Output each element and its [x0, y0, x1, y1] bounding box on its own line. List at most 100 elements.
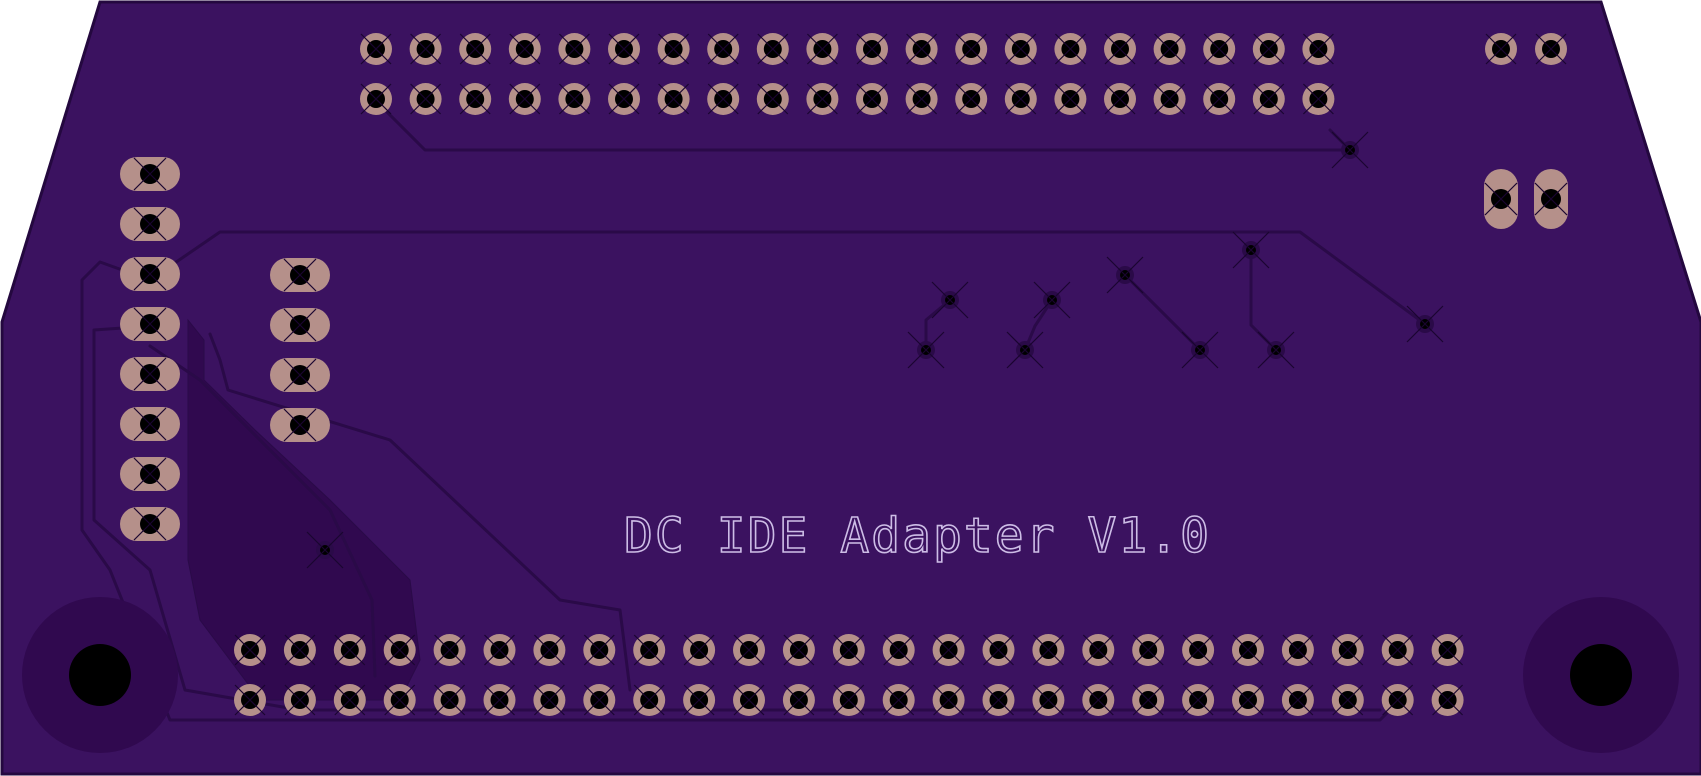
pad-cross [1253, 83, 1285, 115]
pad-cross [931, 281, 969, 319]
pad-cross [1257, 331, 1295, 369]
pad-cross [1132, 684, 1164, 716]
pad-cross [683, 684, 715, 716]
top-header-pin [806, 33, 839, 65]
pad-cross [733, 634, 765, 666]
top-header-pin [1104, 33, 1136, 65]
pad-cross [856, 83, 888, 115]
pad-cross [955, 33, 987, 65]
pad-cross [1082, 684, 1114, 716]
pad-cross [1282, 684, 1314, 716]
top-header-pin [558, 33, 591, 65]
bottom-header-pin [1331, 634, 1364, 666]
bottom-header-pin [882, 634, 915, 666]
pad-cross [906, 33, 938, 65]
bottom-header-pin [383, 634, 416, 666]
top-header-pin [1054, 33, 1087, 65]
pad-cross [1432, 634, 1464, 666]
pad-cross [1282, 634, 1314, 666]
pad-cross [1054, 33, 1086, 65]
small-header-pin [270, 308, 330, 342]
top-header-pin [1004, 83, 1037, 115]
pad-cross [459, 83, 491, 115]
via-layer [306, 131, 1444, 569]
pad-cross [459, 33, 491, 65]
bottom-header-pin [1281, 634, 1314, 666]
pad-cross [806, 83, 838, 115]
top-header-pin [707, 83, 740, 115]
bottom-header-pin [733, 634, 765, 666]
trace [148, 230, 1427, 326]
bottom-header-pin [882, 684, 915, 716]
pad-cross [1203, 33, 1235, 65]
bottom-header-pin [583, 684, 616, 716]
top-header-pin [1153, 83, 1186, 115]
pad-cross [1104, 33, 1136, 65]
bottom-header-pin [1232, 634, 1264, 666]
mounting-holes [22, 597, 1679, 753]
pad-cross [833, 684, 865, 716]
bottom-header-pin [1082, 684, 1115, 716]
pad-layer [120, 33, 1568, 716]
pad-cross [806, 33, 838, 65]
bottom-header-pin [1381, 634, 1414, 666]
pad-cross [608, 33, 640, 65]
top-right-pad [1485, 33, 1517, 65]
top-header-pin [1153, 33, 1186, 65]
via [1106, 256, 1144, 294]
jumper-pad [1484, 169, 1518, 229]
top-header-pin [459, 33, 492, 65]
pad-cross [983, 634, 1014, 666]
pad-cross [707, 33, 739, 65]
bottom-header-pin [1132, 684, 1165, 716]
via [1006, 331, 1044, 369]
pad-cross [334, 634, 366, 666]
top-header-pin [1203, 83, 1236, 115]
pad-cross [1182, 684, 1214, 716]
pad-cross [384, 634, 416, 666]
pad-cross [133, 357, 167, 391]
top-header-pin [360, 83, 392, 115]
top-header-pin [1302, 33, 1335, 65]
pad-cross [1302, 33, 1334, 65]
mounting-hole [1523, 597, 1679, 753]
trace [373, 98, 1352, 152]
bottom-header-pin [832, 684, 865, 716]
pad-cross [1132, 634, 1164, 666]
pad-cross [533, 684, 565, 716]
bottom-header-pin [533, 634, 566, 666]
pad-cross [707, 83, 739, 115]
via [907, 331, 945, 369]
top-header-pin [1252, 83, 1285, 115]
bottom-header-pin [683, 684, 716, 716]
bottom-header-pin [982, 684, 1015, 716]
small-header-pin [270, 408, 330, 442]
left-header-pin [120, 507, 180, 541]
bottom-header-pin [583, 634, 616, 666]
bottom-header-pin [1381, 684, 1414, 716]
pad-cross [133, 407, 167, 441]
pad-cross [558, 33, 590, 65]
pad-cross [410, 33, 442, 65]
bottom-header-pin [683, 634, 716, 666]
silkscreen-label: DC IDE Adapter V1.0 [624, 508, 1211, 564]
top-header-pin [1054, 83, 1087, 115]
pad-cross [583, 684, 615, 716]
pad-cross [856, 33, 888, 65]
bottom-header-pin [932, 634, 965, 666]
bottom-header-pin [283, 634, 316, 666]
top-header-pin [608, 33, 640, 65]
top-header-pin [657, 33, 690, 65]
pad-cross [1154, 33, 1186, 65]
bottom-header-pin [1032, 684, 1065, 716]
pad-cross [1006, 331, 1044, 369]
pad-cross [1054, 83, 1086, 115]
pad-cross [883, 634, 915, 666]
pad-cross [583, 634, 615, 666]
bottom-header-pin [733, 684, 765, 716]
top-header-pin [657, 83, 690, 115]
left-header-pin [120, 357, 180, 391]
pad-cross [658, 83, 690, 115]
top-header-pin [1302, 83, 1335, 115]
